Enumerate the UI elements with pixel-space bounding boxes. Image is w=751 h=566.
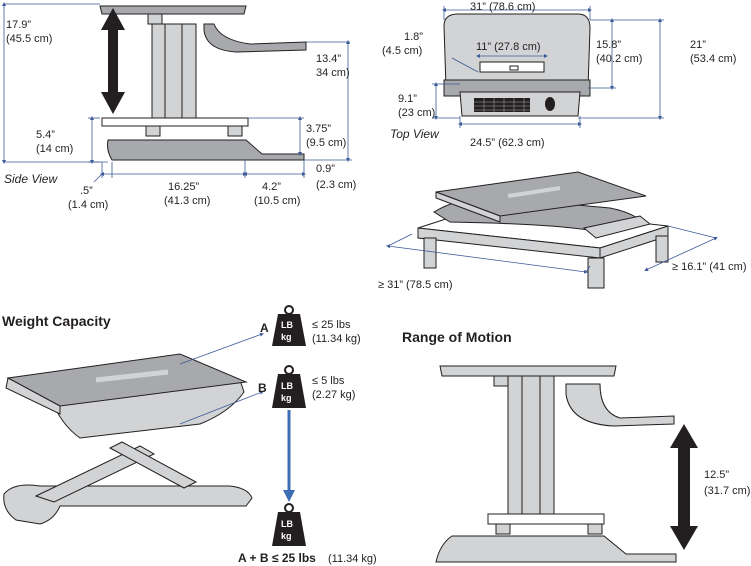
side-height-cm: (45.5 cm) [6, 33, 52, 45]
label-a: A [260, 321, 269, 335]
side-foot-in: .5” [80, 185, 93, 197]
side-view-label: Side View [4, 172, 58, 186]
lift-arrow-range [670, 424, 698, 550]
side-arm-cm: 34 cm) [316, 67, 350, 79]
side-height-in: 17.9” [6, 19, 31, 31]
range-of-motion-drawing [435, 365, 698, 563]
top-width: 31” (78.6 cm) [470, 1, 535, 13]
top-view-label: Top View [390, 127, 440, 141]
top-keyboard-cm: (23 cm) [398, 107, 435, 119]
weight-total-kg-value: (11.34 kg) [328, 553, 377, 565]
weight-b-lb: LB [281, 381, 293, 391]
top-tray-in: 1.8” [404, 31, 423, 43]
side-view-drawing [2, 2, 352, 183]
weight-icon-a [272, 305, 306, 346]
weight-total-lb: LB [281, 519, 293, 529]
label-b: B [258, 381, 267, 395]
top-mid-depth-in: 15.8” [596, 39, 621, 51]
top-base-width: 24.5” (62.3 cm) [470, 137, 545, 149]
weight-b-capacity: ≤ 5 lbs [312, 375, 345, 387]
top-inner-width: 11” (27.8 cm) [476, 41, 541, 53]
side-depth-in: 16.25” [168, 181, 200, 193]
top-full-depth-in: 21” [690, 39, 706, 51]
weight-a-capacity: ≤ 25 lbs [312, 319, 351, 331]
weight-total-kg: kg [281, 531, 292, 541]
side-base-height-in: 5.4” [36, 129, 55, 141]
side-arm-in: 13.4” [316, 53, 341, 65]
weight-a-kg-value: (11.34 kg) [312, 333, 361, 345]
top-keyboard-in: 9.1” [398, 93, 417, 105]
side-keyboard-depth-cm: (10.5 cm) [254, 195, 300, 207]
side-keyboard-thickness-cm: (2.3 cm) [316, 179, 356, 191]
weight-capacity-drawing [3, 332, 264, 525]
weight-capacity-title: Weight Capacity [2, 313, 111, 329]
top-tray-cm: (4.5 cm) [382, 45, 422, 57]
weight-a-lb: LB [281, 320, 293, 330]
top-view-drawing [432, 6, 664, 128]
side-foot-cm: (1.4 cm) [68, 199, 108, 211]
weight-icon-total [272, 503, 306, 546]
side-depth-cm: (41.3 cm) [164, 195, 210, 207]
top-mid-depth-cm: (40.2 cm) [596, 53, 642, 65]
weight-a-kg: kg [281, 332, 292, 342]
side-keyboard-depth-in: 4.2” [262, 181, 281, 193]
weight-icon-b [272, 365, 306, 408]
weight-b-kg-value: (2.27 kg) [312, 389, 355, 401]
range-of-motion-title: Range of Motion [402, 329, 512, 345]
weight-b-kg: kg [281, 393, 292, 403]
weight-total-capacity: A + B ≤ 25 lbs [238, 551, 316, 565]
range-travel-in: 12.5” [704, 469, 729, 481]
top-full-depth-cm: (53.4 cm) [690, 53, 736, 65]
side-keyboard-height-cm: (9.5 cm) [306, 137, 346, 149]
side-keyboard-height-in: 3.75” [306, 123, 331, 135]
isometric-view-drawing [386, 171, 718, 289]
side-base-height-cm: (14 cm) [36, 143, 73, 155]
iso-depth: ≥ 16.1” (41 cm) [672, 261, 747, 273]
side-keyboard-thickness-in: 0.9” [316, 163, 335, 175]
range-travel-cm: (31.7 cm) [704, 485, 750, 497]
lift-arrow-side [101, 8, 125, 114]
iso-width: ≥ 31” (78.5 cm) [378, 279, 453, 291]
